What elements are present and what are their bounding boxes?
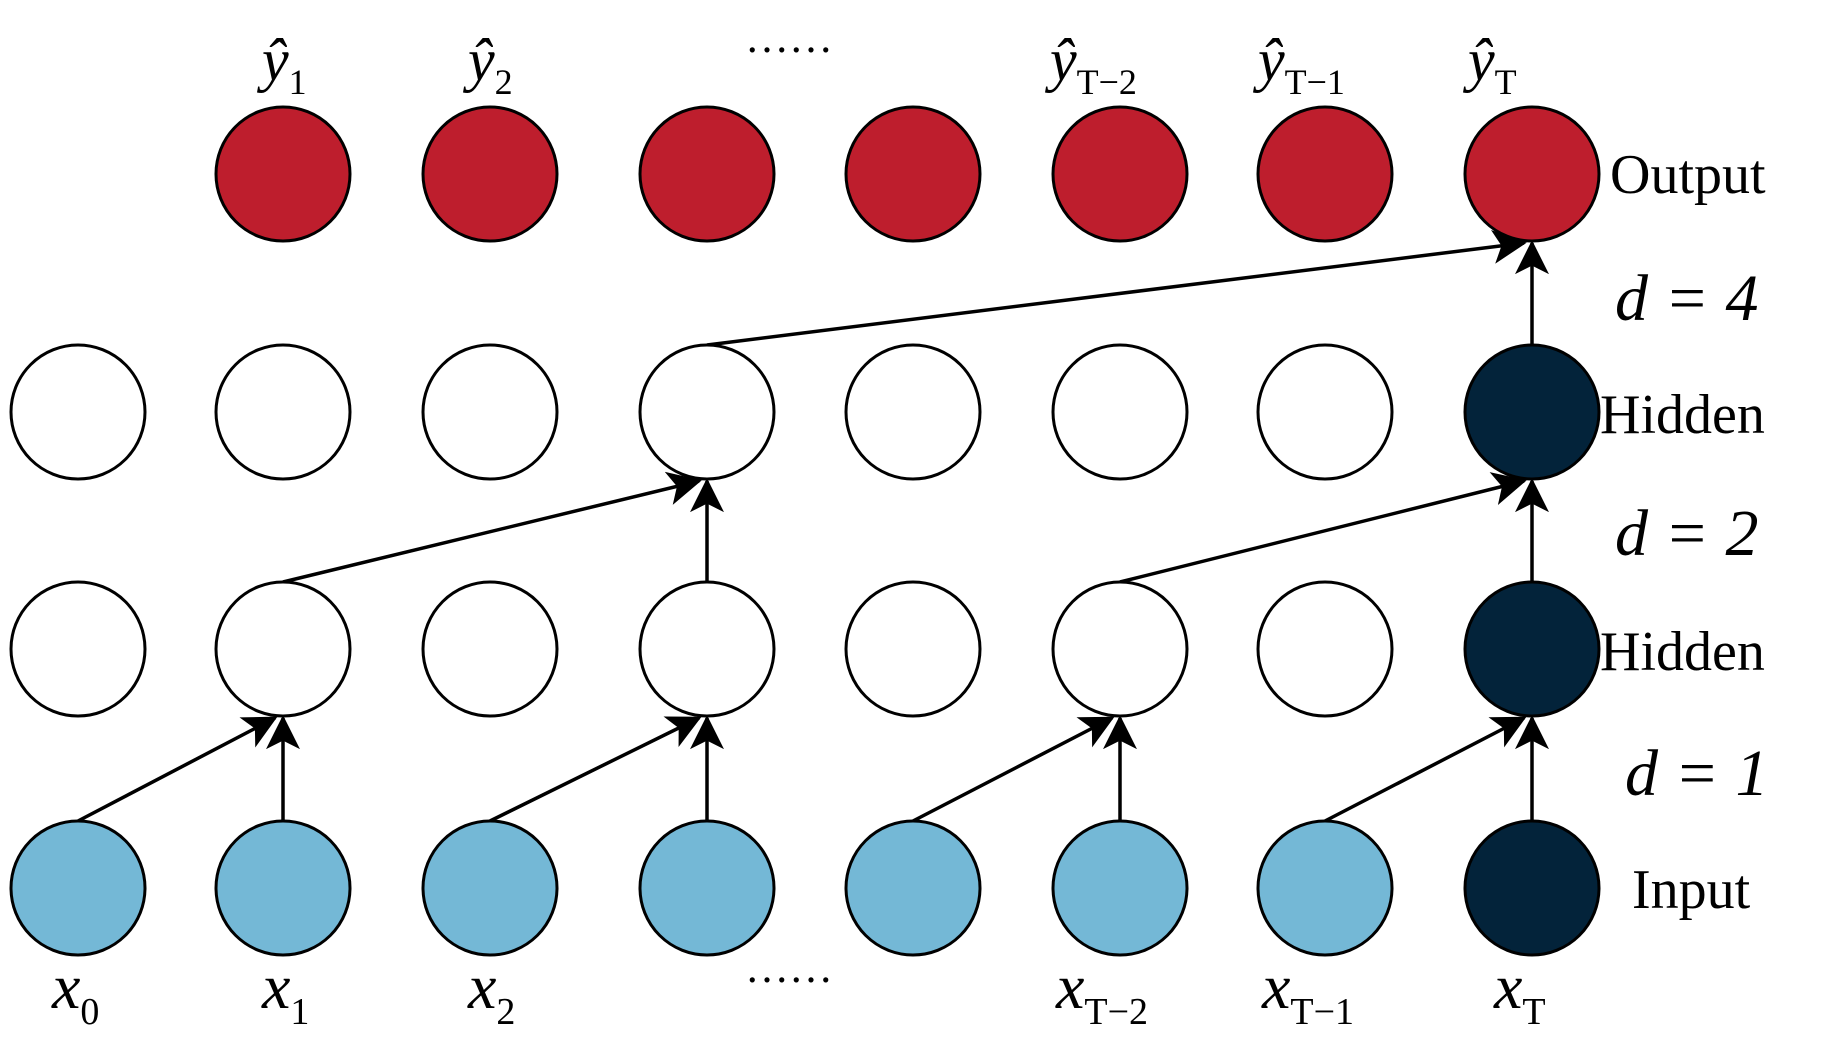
hidden1-node-2 [421, 580, 559, 718]
hidden1-node-3 [638, 580, 776, 718]
output-node-1 [214, 105, 352, 243]
hidden1-node-1 [214, 580, 352, 718]
input-label-t-1: xT−1 [1261, 951, 1354, 1033]
layer-label-input: Input [1632, 859, 1751, 921]
connection-arrows [77, 229, 1549, 823]
hidden1-node-5 [1051, 580, 1189, 718]
output-label-1: ŷ1 [256, 27, 307, 102]
input-label-t-2: xT−2 [1055, 951, 1148, 1033]
input-node-0 [9, 819, 147, 957]
output-node-7 [1463, 105, 1601, 243]
input-node-6 [1256, 819, 1394, 957]
input-node-7 [1463, 819, 1601, 957]
hidden2-node-0 [9, 343, 147, 481]
output-node-4 [844, 105, 982, 243]
output-ellipsis: …… [745, 13, 833, 62]
hidden2-node-3 [638, 343, 776, 481]
output-label-t: ŷT [1462, 27, 1517, 102]
output-node-6 [1256, 105, 1394, 243]
hidden2-node-7 [1463, 343, 1601, 481]
arrow-d2-diag-7 [1119, 472, 1527, 584]
arrow-d2-diag-3 [282, 471, 702, 584]
arrow-d1-diag-3 [489, 716, 702, 823]
layer-label-hidden-lower: Hidden [1600, 621, 1765, 683]
hidden2-node-4 [844, 343, 982, 481]
input-node-1 [214, 819, 352, 957]
hidden1-node-0 [9, 580, 147, 718]
output-labels: ŷ1 ŷ2 …… ŷT−2 ŷT−1 ŷT [256, 13, 1517, 102]
output-node-3 [638, 105, 776, 243]
hidden2-node-5 [1051, 343, 1189, 481]
dilation-labels: d = 4 d = 2 d = 1 [1615, 262, 1769, 810]
arrow-d1-diag-5 [912, 716, 1115, 823]
input-label-0: x0 [51, 951, 99, 1033]
output-node-2 [421, 105, 559, 243]
input-label-1: x1 [261, 951, 309, 1033]
hidden2-node-2 [421, 343, 559, 481]
layer-labels: Output Hidden Hidden Input [1600, 144, 1766, 921]
input-label-2: x2 [467, 951, 515, 1033]
network-nodes [9, 105, 1601, 957]
input-node-4 [844, 819, 982, 957]
input-ellipsis: …… [745, 943, 833, 992]
input-labels: x0 x1 x2 …… xT−2 xT−1 xT [51, 943, 1546, 1033]
hidden1-node-7 [1463, 580, 1601, 718]
output-node-5 [1051, 105, 1189, 243]
hidden1-node-4 [844, 580, 982, 718]
hidden1-node-6 [1256, 580, 1394, 718]
hidden2-node-1 [214, 343, 352, 481]
hidden2-node-6 [1256, 343, 1394, 481]
input-label-t: xT [1493, 951, 1546, 1033]
arrow-d4-diag-7 [706, 229, 1527, 347]
layer-label-hidden-upper: Hidden [1600, 384, 1765, 446]
layer-label-output: Output [1610, 144, 1766, 206]
input-node-5 [1051, 819, 1189, 957]
output-label-t-1: ŷT−1 [1252, 27, 1345, 102]
dilation-label-1: d = 1 [1625, 737, 1769, 810]
input-node-3 [638, 819, 776, 957]
input-node-2 [421, 819, 559, 957]
output-label-t-2: ŷT−2 [1044, 27, 1137, 102]
dilation-label-2: d = 2 [1615, 497, 1759, 570]
dilation-label-4: d = 4 [1615, 262, 1759, 335]
output-label-2: ŷ2 [462, 27, 513, 102]
arrow-d1-diag-7 [1324, 716, 1527, 823]
arrow-d1-diag-1 [77, 716, 278, 823]
